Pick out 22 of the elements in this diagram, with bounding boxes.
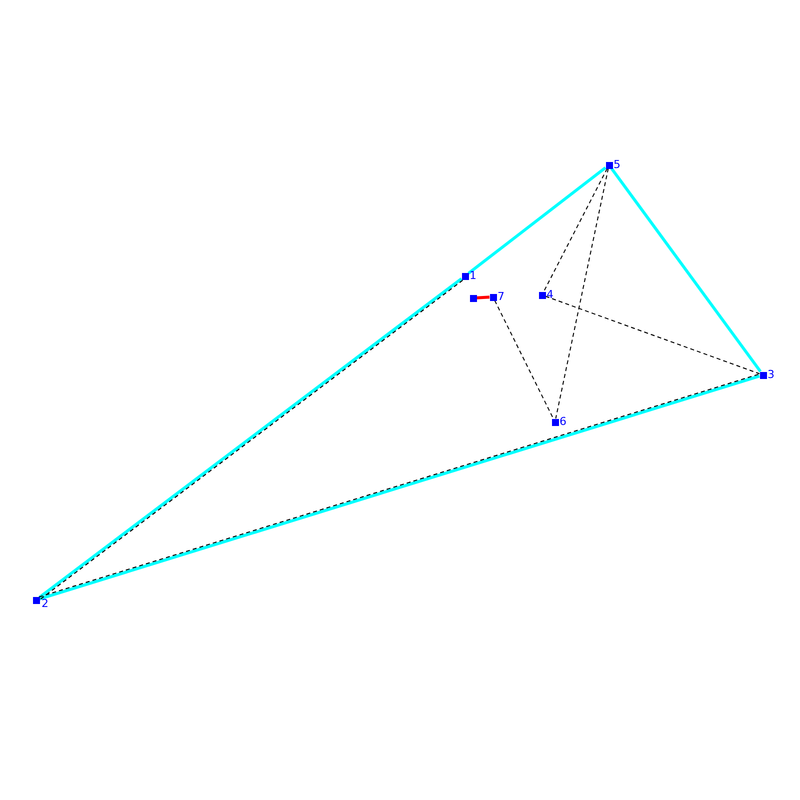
vertex-label: 5 [614, 159, 620, 171]
vertex-marker [490, 294, 496, 300]
thick-connector [476, 296, 490, 300]
vertex-marker [32, 596, 40, 604]
vertex-marker [606, 162, 612, 168]
vertex-label: 4 [546, 289, 554, 301]
vertex-marker [552, 418, 558, 426]
thick-connector [610, 168, 762, 372]
dashed-connector [543, 168, 608, 292]
dashed-connector [494, 300, 554, 419]
vertex-marker [538, 292, 546, 298]
vertex-marker [462, 272, 468, 280]
thick-connector [468, 166, 606, 274]
dashed-connector [555, 168, 609, 419]
vertex-label: 6 [560, 416, 566, 428]
vertex-label: 7 [498, 291, 504, 303]
vertex-marker [760, 372, 766, 378]
vertex-marker [470, 294, 476, 302]
vertex-label: 2 [42, 598, 48, 610]
vertex-label: 1 [470, 270, 476, 282]
vertex-label: 3 [768, 369, 774, 381]
dashed-connector [545, 296, 760, 374]
